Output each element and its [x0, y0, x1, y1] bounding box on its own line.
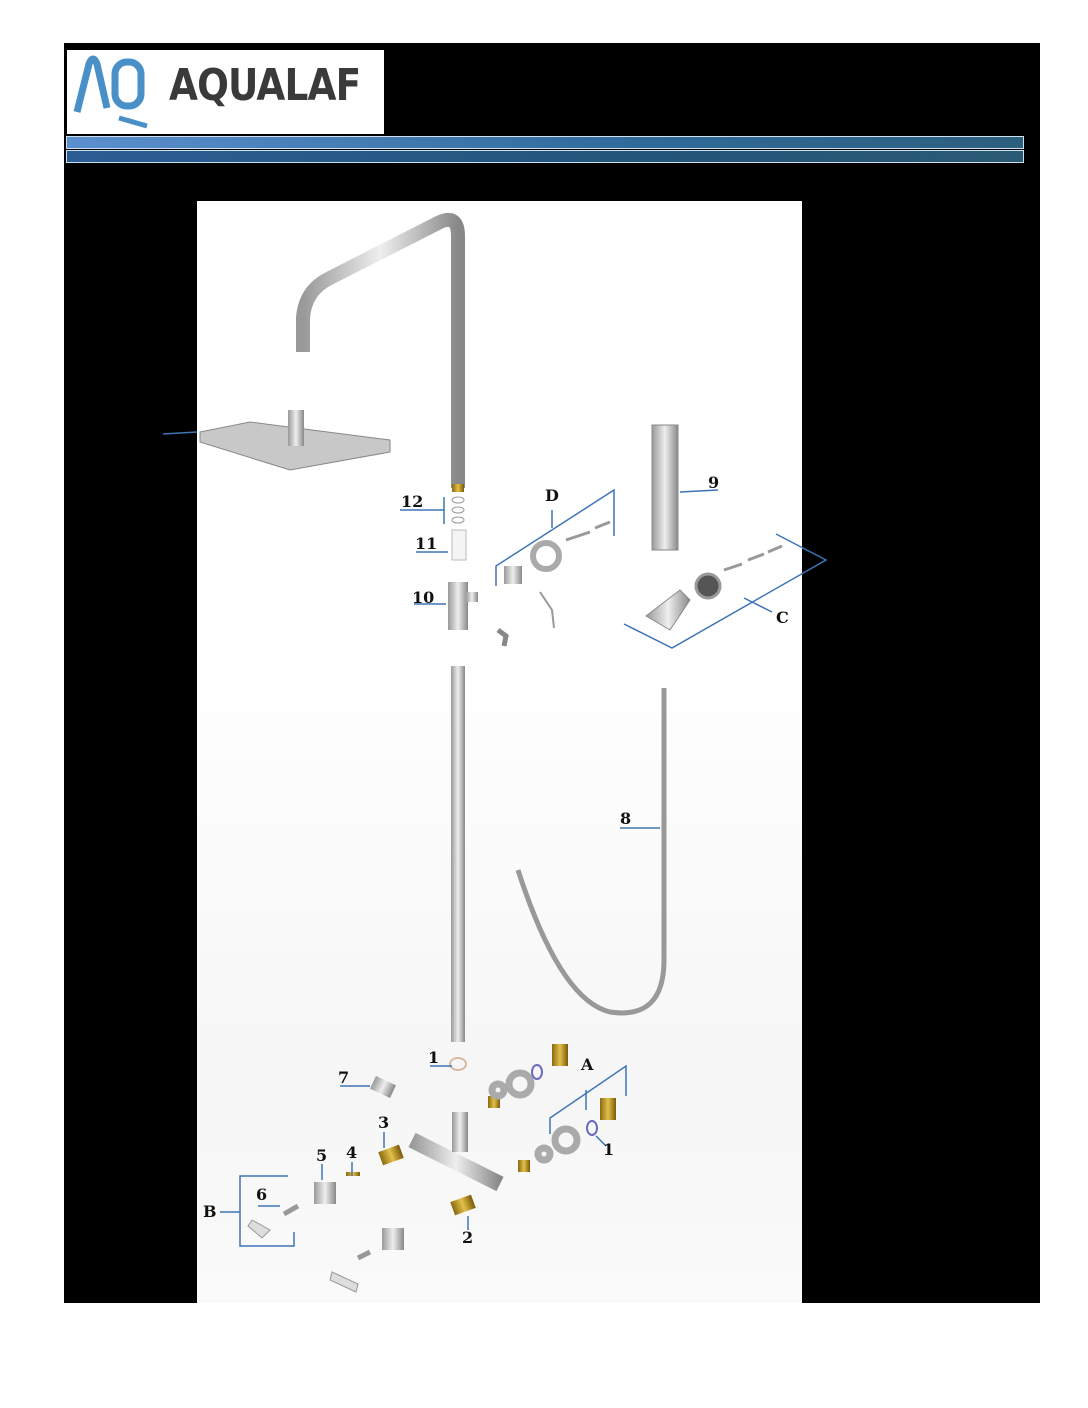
callout-9: 9 [708, 473, 720, 492]
callout-12: 12 [401, 492, 424, 511]
hand-shower [651, 424, 679, 551]
callout-2: 2 [462, 1228, 474, 1247]
exploded-view-panel [197, 201, 802, 1303]
lower-pipe [451, 666, 465, 1042]
callout-10: 10 [412, 588, 435, 607]
shower-hose [515, 688, 667, 1016]
callout-4: 4 [346, 1143, 358, 1162]
aq-logo-mark-icon [73, 55, 148, 129]
callout-5: 5 [316, 1146, 328, 1165]
callout-3: 3 [378, 1113, 390, 1132]
callout-leaders [162, 431, 828, 1247]
callout-B: B [203, 1202, 217, 1221]
callout-7: 7 [338, 1068, 350, 1087]
brand-name: AQUALAF [169, 60, 361, 111]
callout-A: A [581, 1055, 594, 1074]
callout-8: 8 [620, 809, 632, 828]
mixer-body [408, 1132, 504, 1192]
brand-logo: AQUALAF [67, 50, 384, 134]
header-band-top [66, 136, 1024, 149]
callout-1-top: 1 [428, 1048, 440, 1067]
callout-1-right: 1 [603, 1140, 615, 1159]
callout-11: 11 [415, 534, 438, 553]
callout-D: D [545, 486, 559, 505]
upper-shower-arm [296, 212, 465, 488]
header-band-bottom [66, 150, 1024, 163]
callout-C: C [776, 608, 789, 627]
callout-6: 6 [256, 1185, 268, 1204]
